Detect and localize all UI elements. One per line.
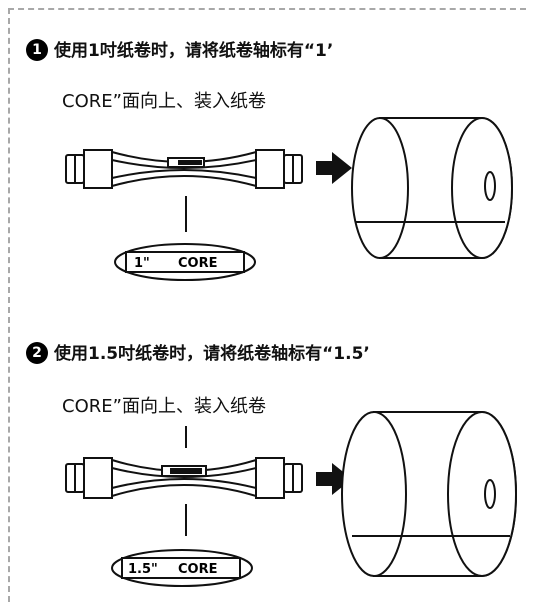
core-label-1-prefix: 1" bbox=[134, 256, 150, 271]
dashed-frame bbox=[8, 8, 526, 602]
core-label-1-core: CORE bbox=[178, 256, 217, 271]
core-label-1: 1" CORE bbox=[114, 243, 256, 281]
step-1-badge: 1 bbox=[26, 39, 48, 61]
core-label-2-prefix: 1.5" bbox=[128, 562, 158, 577]
paper-roll-shaft-icon bbox=[65, 457, 303, 536]
paper-roll-icon bbox=[341, 411, 517, 577]
step-2-line-1: 使用1.5吋纸卷时，请将纸卷轴标有“1.5’ bbox=[54, 344, 370, 364]
right-arrow-icon bbox=[316, 152, 352, 184]
core-label-2: 1.5" CORE bbox=[111, 549, 253, 587]
paper-roll-shaft-icon bbox=[65, 149, 303, 232]
step-1-line-1: 使用1吋纸卷时，请将纸卷轴标有“1’ bbox=[54, 41, 334, 61]
step-2-badge: 2 bbox=[26, 342, 48, 364]
step-1-instruction: 1 使用1吋纸卷时，请将纸卷轴标有“1’ bbox=[26, 39, 334, 62]
step-1-illustration: 1" CORE bbox=[65, 117, 513, 281]
step-2-line-2: CORE”面向上、装入纸卷 bbox=[62, 396, 266, 417]
core-label-2-core: CORE bbox=[178, 562, 217, 577]
step-2-illustration: 1.5" CORE bbox=[65, 411, 517, 587]
step-1-line-2: CORE”面向上、装入纸卷 bbox=[62, 91, 266, 112]
paper-roll-icon bbox=[351, 117, 513, 259]
step-2-instruction: 2 使用1.5吋纸卷时，请将纸卷轴标有“1.5’ bbox=[26, 342, 370, 365]
